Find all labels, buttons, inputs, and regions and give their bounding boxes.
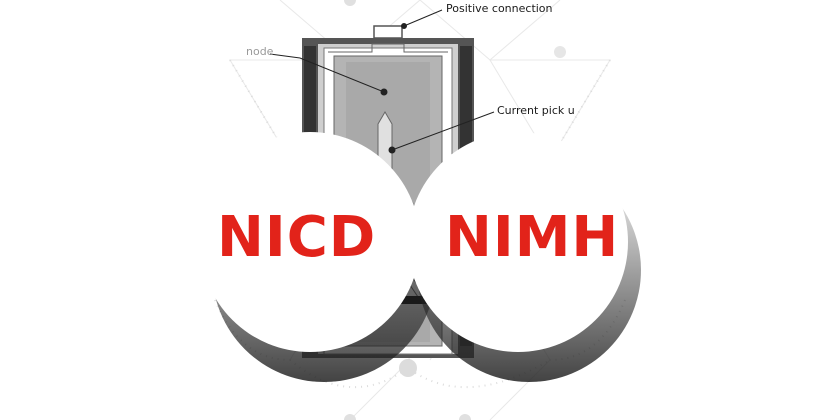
left-circle	[200, 132, 420, 352]
callout-current-pick-up: Current pick u	[497, 104, 575, 117]
callout-positive-connection: Positive connection	[446, 2, 553, 15]
callout-lines	[269, 9, 495, 154]
right-circle	[408, 132, 628, 352]
callout-anode: node	[246, 45, 274, 58]
nicd-label: NICD	[217, 205, 377, 270]
nimh-label: NIMH	[445, 205, 620, 270]
dotted-pattern	[214, 59, 626, 389]
